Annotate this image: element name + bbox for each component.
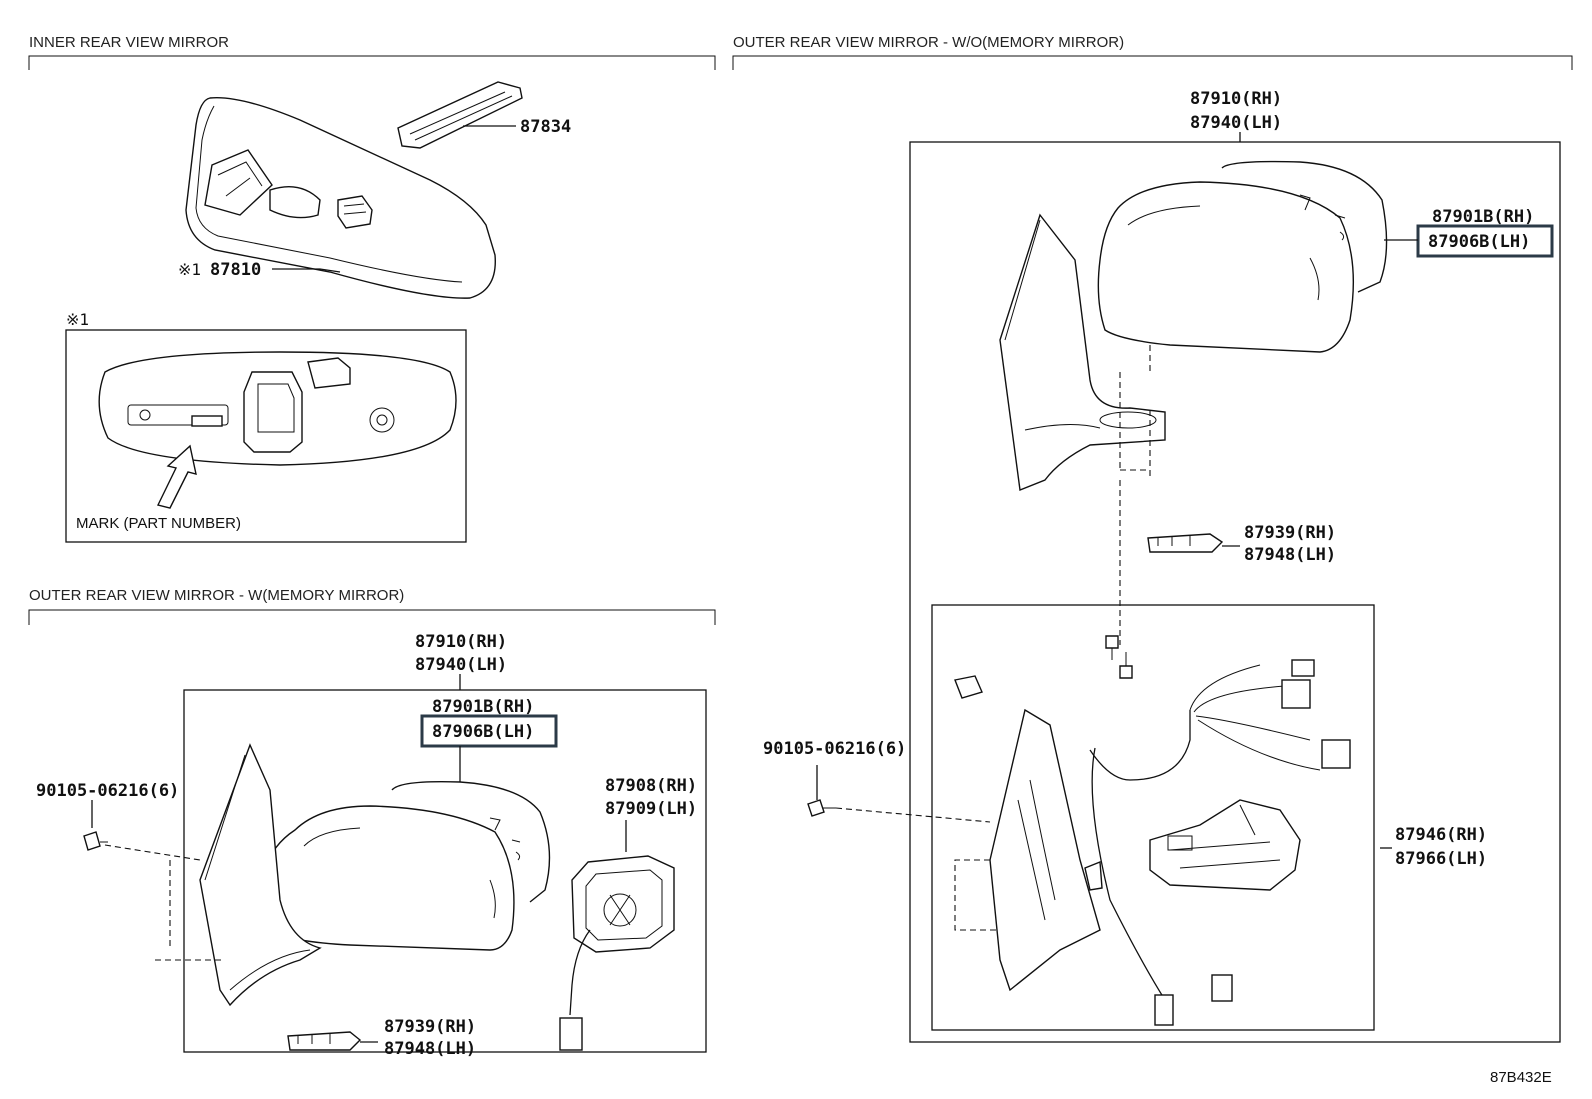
wo-screw-label: 90105-06216(6): [763, 739, 906, 759]
w-mirror-housing: [104, 743, 551, 1007]
wo-motor-actuator: [1149, 799, 1301, 891]
wo-screw-dashline: [835, 807, 991, 823]
inner-mirror-back-detail: [98, 351, 457, 509]
section-bracket-outer-w: [28, 609, 716, 625]
wo-clip: [1084, 860, 1103, 891]
mark-part-number-label: MARK (PART NUMBER): [76, 515, 241, 532]
w-mirror-lh: 87940(LH): [415, 655, 507, 675]
w-glass-rh: 87901B(RH): [432, 697, 534, 717]
wo-connector: [1211, 974, 1233, 1002]
wo-mirror-rh: 87910(RH): [1190, 89, 1282, 109]
wo-cover-piece: [1147, 533, 1224, 553]
inner-mirror-detail-box: [65, 329, 467, 543]
diagram-reference-code: 87B432E: [1490, 1069, 1552, 1086]
mirror-note-mark: ※1: [178, 260, 201, 279]
leader-87810: [272, 268, 341, 273]
wo-cover-lh: 87948(LH): [1244, 545, 1336, 565]
wo-mirror-housing: [999, 160, 1388, 491]
detail-ref-mark: ※1: [66, 310, 89, 329]
w-motor-unit: [559, 855, 675, 1051]
wo-glass-lh-highlight: [1416, 224, 1554, 258]
wo-assembly-box: [909, 141, 1561, 1043]
section-title-inner-mirror: INNER REAR VIEW MIRROR: [29, 34, 229, 51]
wo-motor-detail-box: [931, 604, 1375, 1031]
section-title-outer-w-memory: OUTER REAR VIEW MIRROR - W(MEMORY MIRROR…: [29, 587, 404, 604]
section-title-outer-wo-memory: OUTER REAR VIEW MIRROR - W/O(MEMORY MIRR…: [733, 34, 1124, 51]
part-number-87834: 87834: [520, 117, 571, 137]
w-glass-lh-highlight: [420, 714, 558, 748]
inner-mirror-bracket-87834: [397, 81, 523, 149]
w-assembly-box: [183, 689, 707, 1053]
w-glass-lh: 87906B(LH): [432, 722, 534, 742]
wo-mirror-base-bracket: [954, 675, 1101, 992]
wo-side-screw: [807, 799, 836, 817]
wo-glass-rh: 87901B(RH): [1432, 207, 1534, 227]
section-bracket-outer-wo: [732, 55, 1573, 70]
section-bracket-inner: [28, 55, 716, 70]
wo-wire-harness: [1089, 659, 1351, 1026]
wo-mirror-lh: 87940(LH): [1190, 113, 1282, 133]
wo-motor-lh: 87966(LH): [1395, 849, 1487, 869]
w-cover-lh: 87948(LH): [384, 1039, 476, 1059]
w-cover-piece: [287, 1031, 362, 1051]
w-motor-lh: 87909(LH): [605, 799, 697, 819]
inner-mirror-illustration: [185, 96, 496, 299]
w-mirror-rh: 87910(RH): [415, 632, 507, 652]
wo-screw-lower: [1119, 652, 1133, 679]
wo-motor-rh: 87946(RH): [1395, 825, 1487, 845]
w-screw-label: 90105-06216(6): [36, 781, 179, 801]
w-motor-rh: 87908(RH): [605, 776, 697, 796]
wo-screw-upper: [1105, 635, 1119, 660]
w-side-screw: [83, 831, 108, 851]
wo-glass-lh: 87906B(LH): [1428, 232, 1530, 252]
wo-cover-rh: 87939(RH): [1244, 523, 1336, 543]
w-cover-rh: 87939(RH): [384, 1017, 476, 1037]
part-number-87810: 87810: [210, 260, 261, 280]
